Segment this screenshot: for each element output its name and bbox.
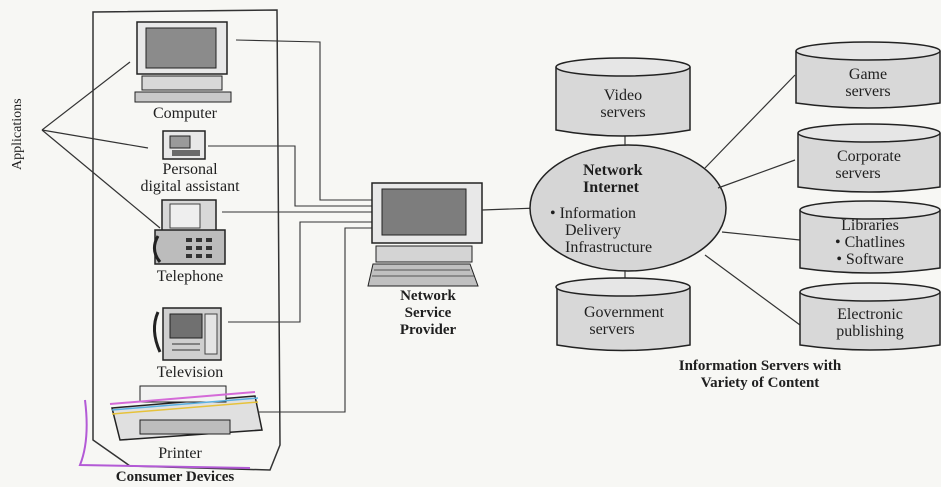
- printer-smear: [78, 399, 251, 469]
- network-bullet-line2: Delivery: [565, 222, 621, 239]
- electronic-publishing-line2: publishing: [836, 323, 904, 340]
- printer-icon: [109, 385, 263, 441]
- video-servers-cylinder: [555, 57, 691, 137]
- printer-label: Printer: [158, 445, 202, 462]
- applications-label: Applications: [10, 98, 25, 170]
- libraries-line1: Libraries: [841, 217, 899, 234]
- provider-computer-icon: [367, 182, 483, 287]
- pda-label-line2: digital assistant: [140, 178, 240, 195]
- provider-label-line3: Provider: [399, 322, 457, 338]
- consumer-devices-label: Consumer Devices: [115, 469, 235, 485]
- servers-caption-line2: Variety of Content: [700, 375, 820, 391]
- electronic-publishing-cylinder: [799, 282, 941, 351]
- pda-label-line1: Personal: [162, 161, 218, 178]
- electronic-publishing-line1: Electronic: [837, 306, 903, 323]
- corporate-servers-line1: Corporate: [837, 148, 901, 165]
- corporate-servers-cylinder: [797, 123, 941, 193]
- provider-network-link: [481, 207, 539, 211]
- game-servers-line2: servers: [845, 83, 891, 100]
- network-ellipse: [529, 144, 727, 272]
- device-links: [208, 39, 372, 413]
- computer-label: Computer: [153, 105, 217, 122]
- applications-bracket: [41, 61, 161, 229]
- provider-label-line1: Network: [400, 288, 456, 304]
- network-title-line1: Network: [583, 162, 643, 179]
- video-servers-line2: servers: [600, 104, 646, 121]
- government-servers-line2: servers: [589, 321, 635, 338]
- television-label: Television: [156, 364, 224, 381]
- libraries-line2: • Chatlines: [834, 234, 906, 251]
- libraries-line3: • Software: [836, 251, 904, 268]
- network-title-line2: Internet: [583, 179, 639, 196]
- game-servers-line1: Game: [848, 66, 888, 83]
- provider-label-line2: Service: [404, 305, 452, 321]
- pda-icon: [162, 130, 206, 160]
- servers-caption-line1: Information Servers with: [678, 358, 842, 374]
- game-servers-cylinder: [795, 41, 941, 109]
- government-servers-line1: Government: [584, 304, 664, 321]
- government-servers-cylinder: [555, 277, 691, 352]
- network-bullet-line1: • Information: [550, 205, 637, 222]
- libraries-cylinder: [799, 200, 941, 274]
- telephone-icon: [153, 199, 226, 265]
- corporate-servers-line2: servers: [835, 165, 881, 182]
- telephone-label: Telephone: [156, 268, 224, 285]
- video-servers-line1: Video: [603, 87, 643, 104]
- consumer-devices-border: [92, 9, 281, 471]
- television-icon: [153, 307, 222, 361]
- network-bullet-line3: Infrastructure: [565, 239, 653, 256]
- computer-icon: [134, 21, 232, 103]
